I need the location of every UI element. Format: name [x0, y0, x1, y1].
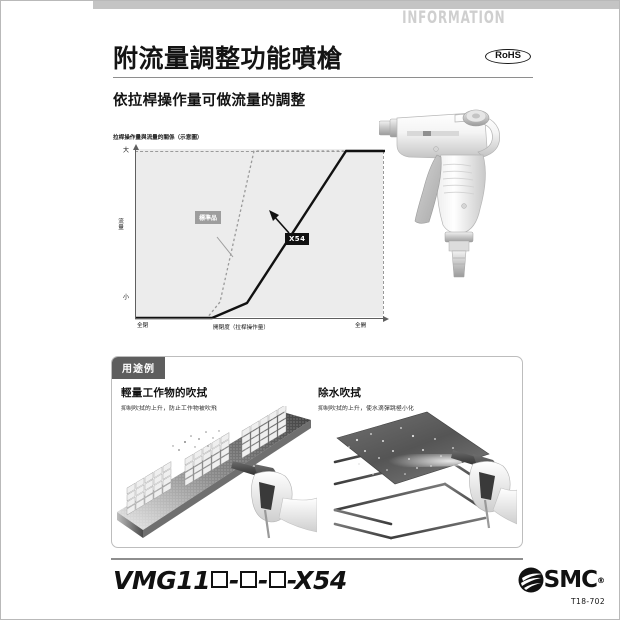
smc-logo-text: SMC — [543, 567, 598, 593]
smc-registered-mark: ® — [597, 575, 605, 585]
chart-y-axis-label: 流量 — [118, 219, 124, 232]
workpiece-tray-3 — [241, 406, 287, 459]
chart-annotation-standard: 標準品 — [195, 211, 222, 224]
model-placeholder-box-2 — [239, 571, 257, 588]
model-placeholder-box-1 — [211, 571, 229, 588]
chart-title: 拉桿操作量與流量的關係（示意圖） — [113, 135, 203, 141]
usecase-description-right: 抑制吹拭的上升，使水滴彈跳極小化 — [318, 406, 414, 412]
model-placeholder-box-3 — [268, 571, 286, 588]
chart-annotation-x54: X54 — [285, 233, 310, 245]
model-suffix: -X54 — [286, 566, 347, 595]
page-subtitle: 依拉桿操作量可做流量的調整 — [113, 93, 306, 109]
inlet-fitting-body — [448, 240, 470, 252]
conveyor-blowing-illustration — [117, 406, 317, 539]
nozzle-collar — [379, 120, 392, 136]
standard-leader-line — [216, 236, 234, 258]
chart-right-guideline — [383, 151, 384, 319]
chart-xtick-right: 全開 — [355, 323, 367, 329]
trigger-lever[interactable] — [414, 154, 442, 224]
series-x54-line — [135, 149, 385, 320]
spray-gun-product-image — [379, 109, 500, 278]
flow-characteristic-chart: 拉桿操作量與流量的關係（示意圖） 大 小 流量 開閉度（拉桿操作量） 全閉 全開… — [113, 133, 389, 338]
gun-grip — [436, 154, 486, 234]
usecase-heading-left: 輕量工作物的吹拭 — [121, 387, 208, 399]
usecase-gun-nozzle-right — [451, 450, 479, 466]
gun-body-label-dark — [423, 131, 431, 136]
usecase-arm-right — [492, 487, 517, 525]
page-title: 附流量調整功能噴槍 — [113, 44, 343, 73]
series-standard-line — [135, 150, 385, 319]
usecase-gun-grip-left — [259, 482, 275, 510]
smc-logo: SMC® — [518, 567, 605, 593]
air-blast-cone — [375, 454, 463, 468]
usecase-item-right: 除水吹拭 抑制吹拭的上升，使水滴彈跳極小化 — [318, 385, 514, 412]
model-sep-2: - — [257, 566, 268, 595]
water-removal-illustration — [333, 411, 517, 540]
body-screw — [433, 146, 439, 152]
usecase-gun-hose-left — [263, 509, 271, 539]
usecase-gun-grip-right — [479, 472, 495, 500]
rohs-badge: RoHS — [485, 49, 531, 65]
chart-x-axis-arrow — [383, 315, 389, 322]
information-banner-label: INFORMATION — [401, 8, 505, 28]
chart-ytick-bottom: 小 — [123, 294, 130, 301]
x54-leader-arrowhead — [269, 210, 279, 221]
model-sep-1: - — [229, 566, 239, 595]
grip-ribs — [442, 163, 475, 195]
gun-body-label — [407, 131, 459, 136]
usecase-arm-left — [278, 497, 317, 533]
chart-xtick-left: 全閉 — [137, 323, 149, 329]
blow-spray-particles — [172, 430, 220, 451]
usecase-gun-hose-right — [483, 499, 491, 529]
usecase-panel-tag: 用途例 — [112, 357, 165, 379]
chart-plot-area — [135, 149, 383, 317]
chart-top-guideline — [135, 151, 385, 152]
title-row: 附流量調整功能噴槍 RoHS — [113, 39, 533, 75]
conveyor-belt-edge — [117, 512, 143, 538]
trigger-guard — [454, 114, 500, 158]
chart-x-axis-label: 開閉度（拉桿操作量） — [213, 325, 269, 331]
usecase-description-left: 抑制吹拭的上升，防止工作物被吹飛 — [121, 406, 217, 412]
workpiece-tray-1 — [126, 461, 172, 516]
document-code: T18-702 — [571, 597, 605, 606]
conveyor-belt-edge-2 — [143, 420, 311, 538]
model-prefix: VMG11 — [113, 566, 211, 595]
top-banner-bar — [93, 1, 619, 9]
workpiece-tray-2 — [184, 432, 230, 487]
inlet-barb-ridges — [453, 257, 465, 271]
title-divider — [113, 77, 533, 78]
smc-logo-mark — [518, 567, 544, 593]
chart-ytick-top: 大 — [123, 147, 130, 154]
model-number: VMG11---X54 — [113, 566, 347, 595]
usecase-item-left: 輕量工作物的吹拭 抑制吹拭的上升，防止工作物被吹飛 — [121, 385, 317, 412]
inlet-fitting-hex — [444, 231, 474, 243]
chart-y-axis — [135, 149, 136, 319]
chart-x-axis — [135, 318, 385, 319]
grip-screw — [461, 203, 467, 209]
usecase-gun-nozzle-left — [231, 461, 259, 476]
footer-divider — [111, 558, 523, 560]
chart-series-svg — [135, 149, 385, 320]
flow-adjust-knob-center — [472, 113, 480, 119]
chart-y-axis-arrow — [132, 144, 139, 150]
usecase-heading-right: 除水吹拭 — [318, 387, 362, 399]
